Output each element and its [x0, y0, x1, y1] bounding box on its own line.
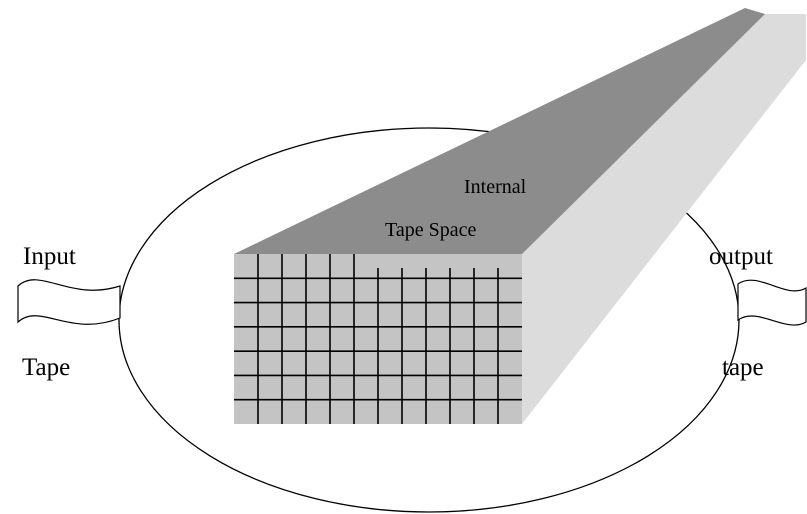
output-tape-label: tape — [722, 354, 764, 381]
tape-space-top-face — [234, 8, 765, 254]
internal-label: Internal — [464, 176, 527, 198]
tape-space-side-face — [522, 14, 806, 424]
internal-tape-grid — [234, 254, 522, 424]
output-label: output — [709, 243, 773, 270]
input-tape-shape — [17, 279, 121, 325]
input-label: Input — [23, 243, 76, 270]
output-tape-shape — [737, 279, 807, 326]
tape-space-label: Tape Space — [385, 219, 476, 241]
input-tape-label: Tape — [22, 354, 70, 381]
